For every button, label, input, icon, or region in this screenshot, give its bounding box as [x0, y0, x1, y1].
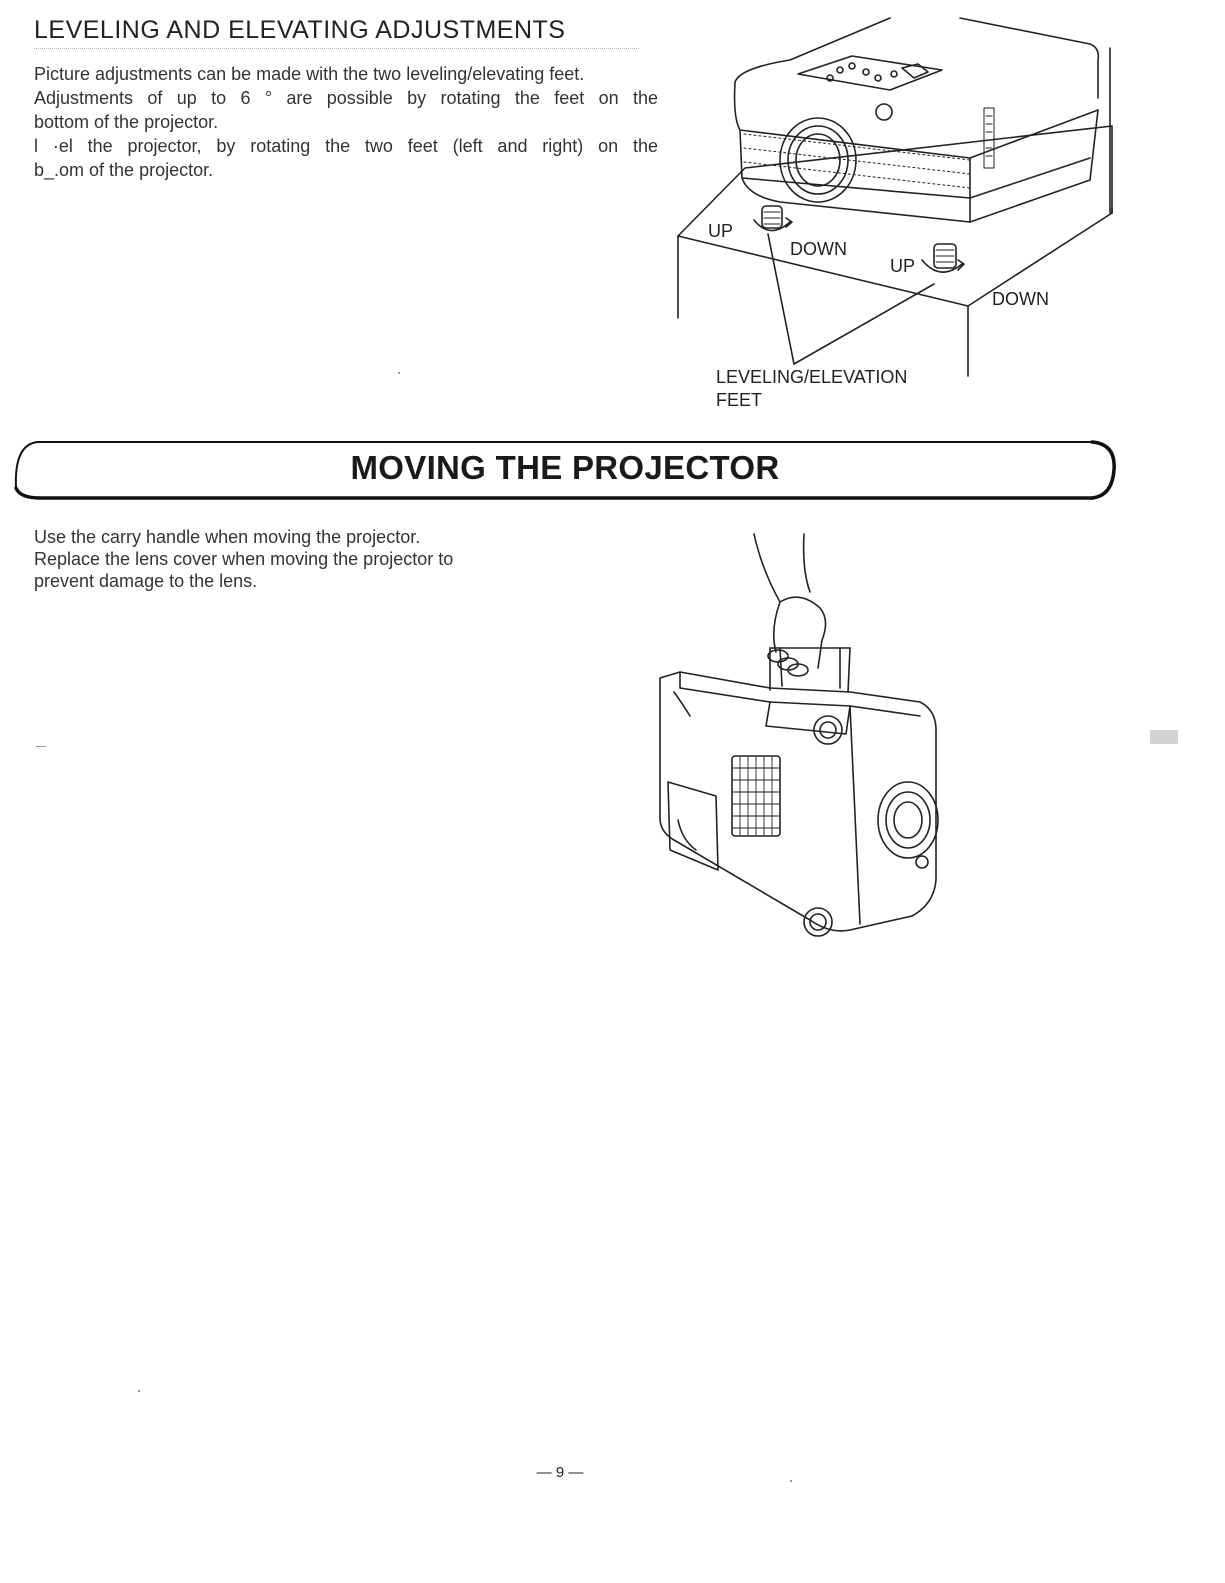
leveling-line-4: l ·el the projector, by rotating the two…: [34, 136, 658, 156]
label-up-right: UP: [890, 256, 916, 276]
leveling-feet-illustration: UP DOWN UP DOWN LEVELING/ELEVATION FEET: [670, 8, 1130, 428]
caption-leveling-feet-line2: FEET: [716, 390, 763, 410]
scan-speck: [138, 1390, 140, 1392]
title-underline: [34, 48, 639, 49]
moving-line-2: Replace the lens cover when moving the p…: [34, 549, 454, 569]
moving-paragraph: Use the carry handle when moving the pro…: [34, 526, 554, 592]
scan-speck: [790, 1480, 792, 1482]
scan-speck: [1150, 730, 1178, 744]
projector-on-table-drawing: [677, 17, 1113, 377]
leveling-line-3: bottom of the projector.: [34, 112, 219, 132]
label-up-left: UP: [708, 221, 734, 241]
leveling-line-1: Picture adjustments can be made with the…: [34, 64, 585, 84]
section-title-leveling: LEVELING AND ELEVATING ADJUSTMENTS: [34, 16, 566, 44]
leveling-line-2: Adjustments of up to 6 ° are possible by…: [34, 88, 658, 108]
label-down-right: DOWN: [992, 289, 1049, 309]
caption-leveling-feet-line1: LEVELING/ELEVATION: [716, 367, 908, 387]
leveling-paragraph: Picture adjustments can be made with the…: [34, 62, 658, 182]
moving-line-1: Use the carry handle when moving the pro…: [34, 527, 421, 547]
section-banner-frame: [14, 440, 1116, 500]
scan-speck: [398, 372, 400, 374]
page-number: — 9 —: [536, 1464, 584, 1481]
section-title-moving: MOVING THE PROJECTOR: [350, 449, 780, 486]
scan-speck: [36, 746, 46, 747]
moving-line-3: prevent damage to the lens.: [34, 571, 258, 591]
hand-carrying-projector-drawing: [659, 533, 939, 937]
leveling-line-5: b_.om of the projector.: [34, 160, 214, 180]
carrying-projector-illustration: [650, 520, 950, 950]
label-down-left: DOWN: [790, 239, 847, 259]
